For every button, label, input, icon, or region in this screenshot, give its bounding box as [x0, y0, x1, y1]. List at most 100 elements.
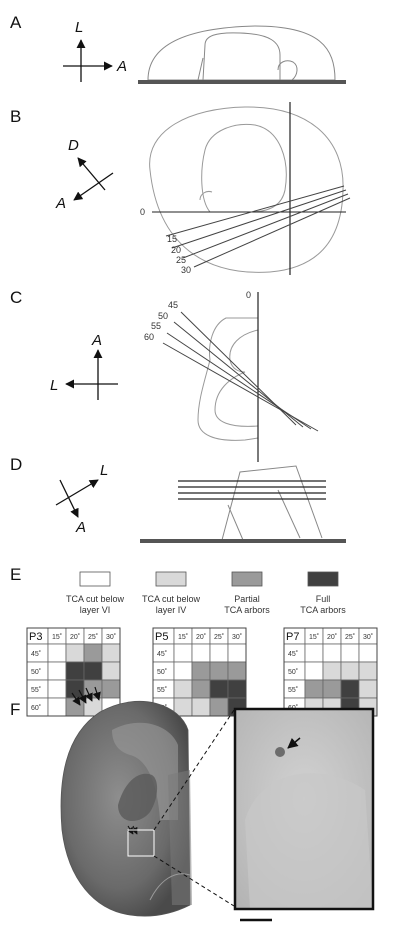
grid-cell: [340, 661, 360, 681]
grid-row-header: 45˚: [288, 650, 298, 658]
grid-cell: [83, 643, 103, 663]
angle-label-15: 15: [167, 234, 177, 244]
grid-column-header: 15˚: [52, 633, 62, 641]
axis-label-lateral: L: [75, 19, 83, 36]
grid-column-header: 25˚: [214, 633, 224, 641]
grid-cell: [358, 643, 378, 663]
grid-row-header: 55˚: [157, 686, 167, 694]
grid-cell: [65, 697, 85, 717]
legend-label-line1: TCA cut below: [66, 594, 125, 604]
grid-border: [26, 627, 121, 717]
arrowhead-marker: [287, 737, 301, 749]
panel-d: D L A: [10, 455, 346, 543]
panel-label-a: A: [10, 13, 22, 32]
grid-age-label: P5: [155, 631, 168, 643]
legend-label-line2: TCA arbors: [224, 605, 270, 615]
brain-section-outline-b: [149, 106, 344, 273]
grid-row-header: 55˚: [288, 686, 298, 694]
grid-cell: [304, 679, 324, 699]
panel-label-f: F: [10, 700, 20, 719]
grid-cell: [340, 679, 360, 699]
grid-border: [152, 627, 247, 717]
grid-row-header: 45˚: [31, 650, 41, 658]
orientation-axes-b: D A: [55, 137, 114, 212]
grid-cell: [227, 679, 247, 699]
grid-cell: [101, 679, 121, 699]
brain-section-outline-a: [138, 25, 346, 84]
axis-label-lateral-c: L: [50, 377, 58, 394]
grid-cell: [304, 643, 324, 663]
grid-column-header: 30˚: [363, 633, 373, 641]
angle-label-25: 25: [176, 255, 186, 265]
grid-cell: [227, 643, 247, 663]
panel-b: B D A 0 15 20 25 30: [10, 102, 351, 275]
legend-swatch: [231, 571, 263, 587]
reference-axes-b: 0: [140, 102, 346, 275]
legend-label-line1: Partial: [234, 594, 260, 604]
grid-cell: [173, 643, 193, 663]
grid-cell: [65, 643, 85, 663]
grid-cell: [191, 661, 211, 681]
grid-cell: [191, 697, 211, 717]
grid-cell: [47, 697, 67, 717]
panel-label-b: B: [10, 107, 21, 126]
brain-slice-image: [60, 700, 192, 917]
grid-row-header: 50˚: [31, 668, 41, 676]
grid-cell: [191, 679, 211, 699]
grid-cell: [358, 661, 378, 681]
grid-row-header: 60˚: [31, 704, 41, 712]
angle-label-30: 30: [181, 265, 191, 275]
axis-label-anterior-b: A: [55, 195, 66, 212]
cut-lines-c: 45 50 55 60: [144, 300, 319, 432]
panel-f: F: [10, 686, 375, 922]
angle-label-45: 45: [168, 300, 178, 310]
grid-column-header: 20˚: [327, 633, 337, 641]
grid-cell: [209, 643, 229, 663]
angle-label-50: 50: [158, 311, 168, 321]
cut-lines-b: 15 20 25 30: [165, 185, 351, 275]
brain-section-outline-d: [140, 465, 346, 543]
grid-row-header: 55˚: [31, 686, 41, 694]
grid-cell: [340, 643, 360, 663]
zoom-connector-lines: [153, 709, 235, 907]
grid-cell: [322, 643, 342, 663]
grid-cell: [322, 661, 342, 681]
panel-label-e: E: [10, 565, 21, 584]
grid-column-header: 20˚: [70, 633, 80, 641]
grid-cell: [65, 661, 85, 681]
legend-swatch: [307, 571, 339, 587]
grid-age-label: P3: [29, 631, 42, 643]
zoom-inset-image: [233, 707, 375, 911]
angle-label-0-c: 0: [246, 290, 251, 300]
angle-label-60: 60: [144, 332, 154, 342]
grid-column-header: 20˚: [196, 633, 206, 641]
panel-label-d: D: [10, 455, 22, 474]
axis-label-anterior-d: A: [75, 519, 86, 536]
grid-cell: [304, 661, 324, 681]
legend-label-line2: layer IV: [156, 605, 187, 615]
angle-label-55: 55: [151, 321, 161, 331]
axis-label-anterior-c: A: [91, 332, 102, 349]
brain-section-outline-c: 0: [197, 290, 259, 462]
grid-cell: [191, 643, 211, 663]
legend-label-line2: TCA arbors: [300, 605, 346, 615]
grid-age-label: P7: [286, 631, 299, 643]
grid-row-header: 50˚: [288, 668, 298, 676]
grid-column-header: 15˚: [309, 633, 319, 641]
grid-cell: [101, 661, 121, 681]
axis-label-dorsal: D: [68, 137, 79, 154]
legend-label-line1: TCA cut below: [142, 594, 201, 604]
panel-a: A L A: [10, 13, 346, 84]
orientation-axes-a: L A: [63, 19, 127, 82]
grid-cell: [173, 679, 193, 699]
cut-lines-d: [178, 480, 326, 500]
legend-label-line2: layer VI: [80, 605, 111, 615]
axis-label-lateral-d: L: [100, 462, 108, 479]
